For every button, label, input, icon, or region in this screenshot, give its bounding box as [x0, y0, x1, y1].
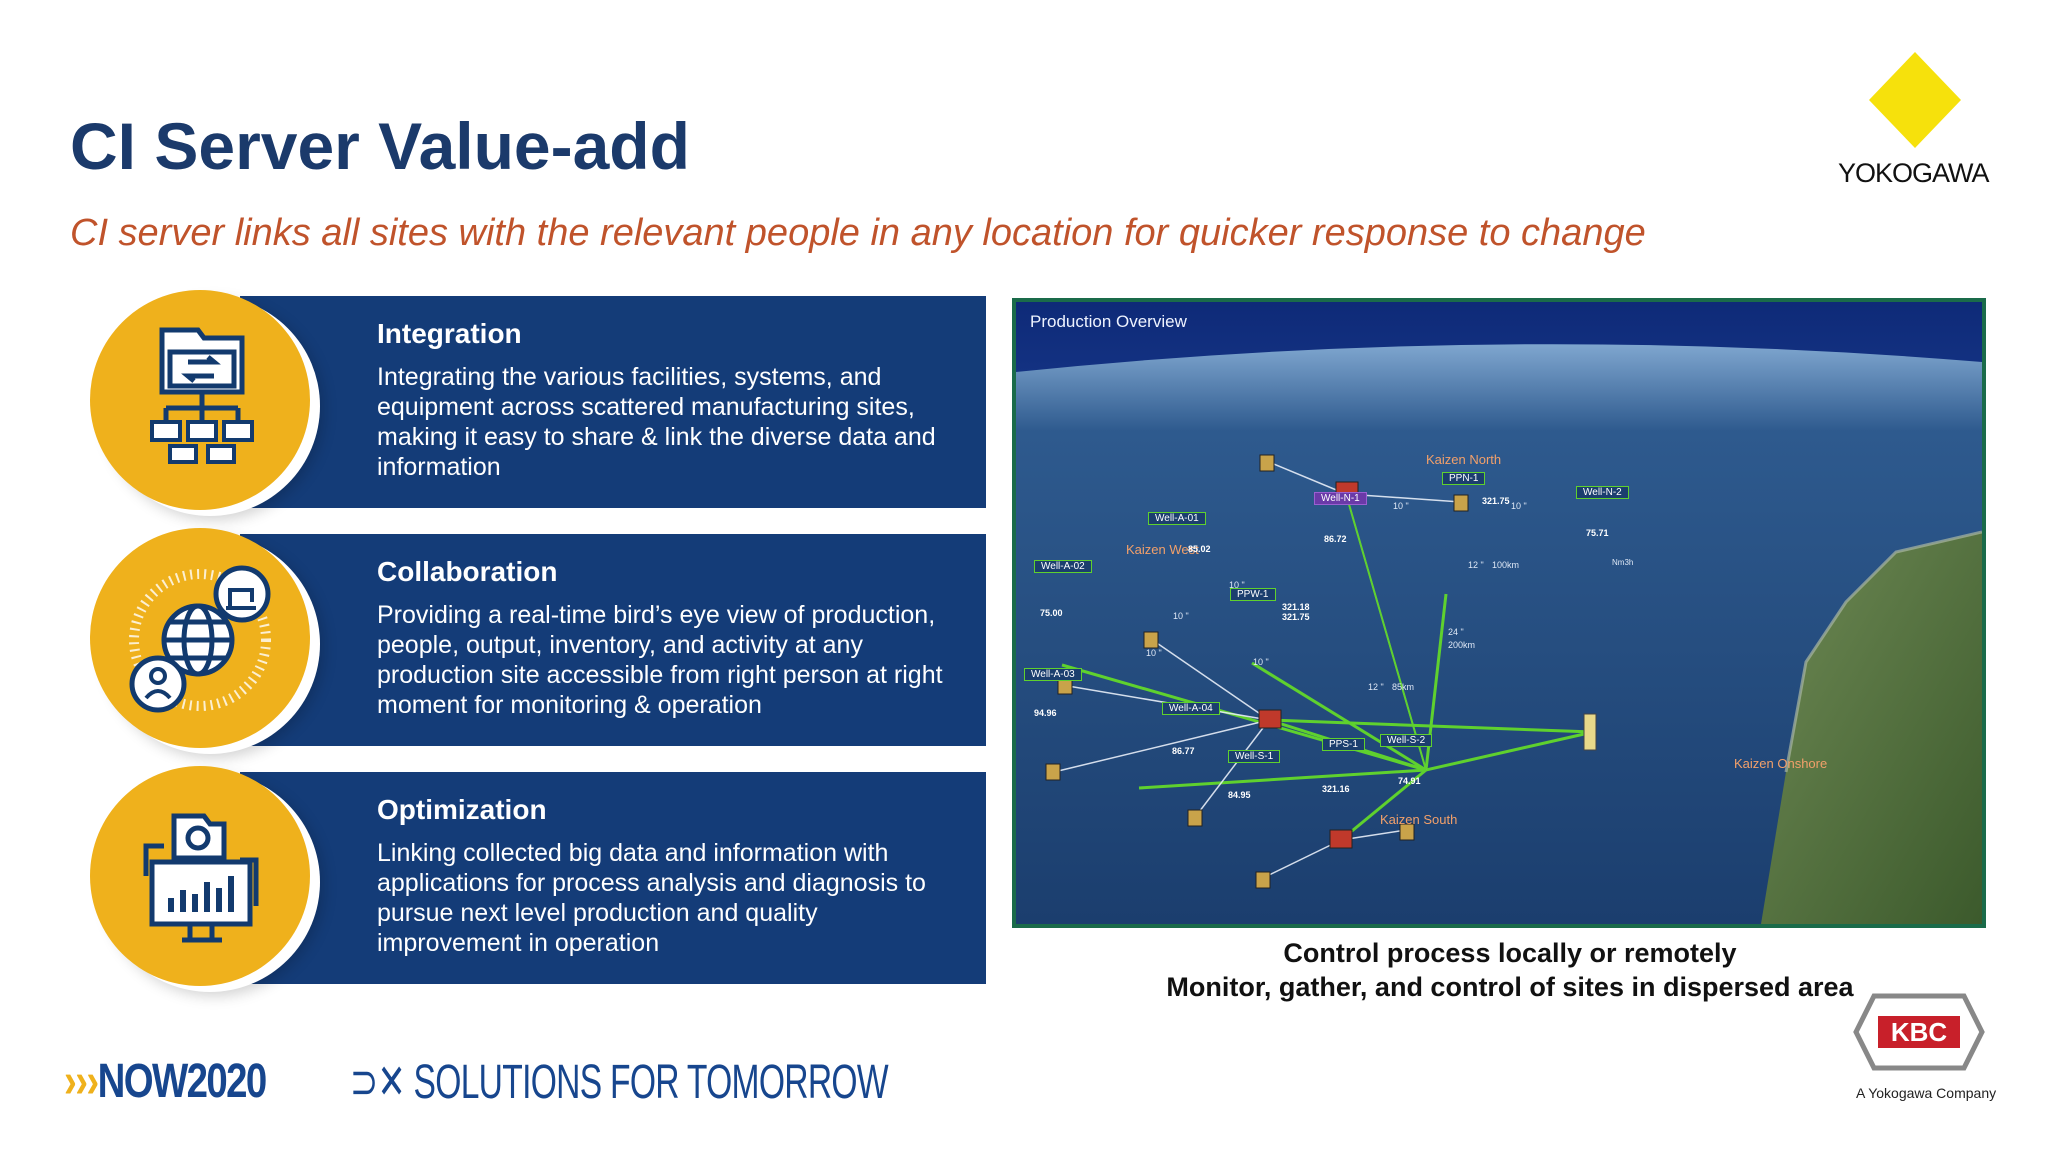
node-label: Well-N-2 [1576, 486, 1629, 499]
node-value: 75.71 [1586, 528, 1609, 538]
node-value: 85.02 [1188, 544, 1211, 554]
footer-tagline: ⊃✕ SOLUTIONS FOR TOMORROW [350, 1054, 889, 1110]
tagline-text: SOLUTIONS FOR TOMORROW [413, 1056, 889, 1109]
pipe-label: 85km [1392, 682, 1415, 692]
yokogawa-logo [1869, 52, 1961, 148]
slide-subtitle: CI server links all sites with the relev… [70, 212, 1646, 254]
node-label: PPW-1 [1230, 588, 1276, 601]
card-body: Providing a real-time bird’s eye view of… [377, 601, 943, 719]
pipe-label: 12 " [1468, 560, 1484, 570]
map-canvas [1016, 302, 1982, 924]
region-label: Kaizen Onshore [1734, 756, 1828, 771]
event-logo: ›››NOW2020 [64, 1054, 268, 1109]
chevrons-icon: ››› [64, 1055, 99, 1108]
map-node-well-a-04[interactable]: Well-A-04 86.77 [1162, 698, 1220, 756]
card-panel [240, 534, 986, 746]
region-label: Kaizen North [1426, 452, 1502, 467]
node-label: Well-N-1 [1314, 492, 1367, 505]
node-label: Well-S-1 [1228, 750, 1281, 763]
region-label: Kaizen West [1126, 542, 1199, 557]
kbc-logo: KBC [1853, 993, 1985, 1071]
node-label: Well-A-04 [1162, 702, 1220, 715]
card-panel [240, 296, 986, 508]
map-node-well-n-2[interactable]: Well-N-2 75.71 [1576, 482, 1629, 538]
map-title: Production Overview [1030, 312, 1187, 331]
pipe-label: 10 " [1393, 501, 1409, 511]
card-body: Integrating the various facilities, syst… [377, 363, 936, 481]
node-value: 94.96 [1034, 708, 1057, 718]
node-label: Well-A-01 [1148, 512, 1206, 525]
map-node-well-n-1[interactable]: Well-N-1 86.72 [1314, 488, 1367, 544]
slide-title: CI Server Value-add [70, 109, 690, 183]
node-value: 321.16 [1322, 784, 1350, 794]
pipe-label: 12 " [1368, 682, 1384, 692]
card-body: Linking collected big data and informati… [377, 839, 926, 957]
pipe-label: 10 " [1253, 657, 1269, 667]
card-collaboration: Collaboration Providing a real-time bird… [90, 528, 986, 748]
map-node-ppn-1[interactable]: PPN-1 321.75 [1442, 468, 1510, 506]
card-optimization: Optimization Linking collected big data … [90, 766, 986, 986]
card-heading: Optimization [377, 794, 547, 825]
map-node-well-s-1[interactable]: Well-S-1 84.95 [1228, 746, 1281, 800]
production-overview-map[interactable]: Production Overview Kaizen North Kaizen … [1012, 298, 1986, 928]
node-value: 321.75 [1482, 496, 1510, 506]
card-badge [90, 528, 310, 748]
node-value: 75.00 [1040, 608, 1063, 618]
pipe-label: 10 " [1173, 611, 1189, 621]
data-network-icon [150, 327, 254, 464]
kbc-subtitle: A Yokogawa Company [1856, 1085, 1997, 1101]
map-node-ppw-1[interactable]: PPW-1 321.18 321.75 [1230, 584, 1310, 622]
card-badge [90, 766, 310, 986]
map-node-well-a-03[interactable]: Well-A-03 94.96 [1024, 664, 1082, 718]
pipe-label: 10 " [1511, 501, 1527, 511]
map-node-well-a-01[interactable]: Well-A-01 85.02 [1148, 508, 1211, 554]
card-integration: Integration Integrating the various faci… [90, 290, 986, 510]
node-value: 84.95 [1228, 790, 1251, 800]
node-label: PPS-1 [1322, 738, 1365, 751]
node-value: 74.91 [1398, 776, 1421, 786]
analytics-monitor-icon [143, 813, 259, 943]
region-label: Kaizen South [1380, 812, 1458, 827]
map-node-well-a-02[interactable]: Well-A-02 75.00 [1034, 556, 1092, 618]
caption-line-1: Control process locally or remotely [1283, 938, 1737, 968]
pipe-label: 24 " [1448, 627, 1464, 637]
caption-line-2: Monitor, gather, and control of sites in… [1166, 972, 1854, 1002]
unit-label: Nm3h [1612, 558, 1634, 567]
card-heading: Collaboration [377, 556, 558, 587]
globe-people-icon [129, 565, 271, 713]
kbc-text: KBC [1891, 1017, 1948, 1047]
card-badge [90, 290, 310, 510]
map-node-pps-1[interactable]: PPS-1 321.16 [1322, 734, 1365, 794]
platform-markers [1258, 481, 1597, 849]
event-name: NOW2020 [97, 1055, 268, 1108]
node-value: 321.18 [1282, 602, 1310, 612]
card-panel [240, 772, 986, 984]
brand-name: YOKOGAWA [1838, 158, 1990, 188]
pipe-label: 100km [1492, 560, 1520, 570]
pipe-label: 10 " [1146, 648, 1162, 658]
node-value: 86.72 [1324, 534, 1347, 544]
node-value-2: 321.75 [1282, 612, 1310, 622]
well-markers [1045, 454, 1469, 889]
dx-logo-icon: ⊃✕ [350, 1056, 406, 1109]
node-label: Well-A-02 [1034, 560, 1092, 573]
node-label: Well-A-03 [1024, 668, 1082, 681]
node-value: 86.77 [1172, 746, 1195, 756]
pipe-label: 200km [1448, 640, 1476, 650]
node-label: Well-S-2 [1380, 734, 1433, 747]
map-node-well-s-2[interactable]: Well-S-2 74.91 [1380, 730, 1433, 786]
node-label: PPN-1 [1442, 472, 1486, 485]
card-heading: Integration [377, 318, 522, 349]
pipe-label: 10 " [1229, 580, 1245, 590]
